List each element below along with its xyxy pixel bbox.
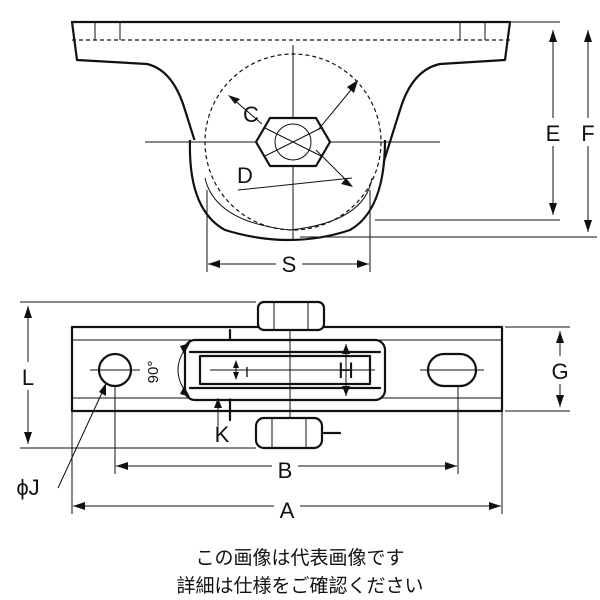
label-angle: 90° <box>145 361 162 384</box>
angle-arrow-top <box>180 343 190 354</box>
nut-bore <box>274 123 312 161</box>
nut-bottom <box>254 416 324 450</box>
label-c: C <box>243 102 259 127</box>
dim-i-arrow-bottom <box>233 372 239 380</box>
dim-f-arrow-bottom <box>584 220 592 232</box>
angle-arrow-bottom <box>180 386 190 397</box>
dim-b-label-bg <box>272 456 298 484</box>
plan-view: 90° I H K L G <box>16 300 574 524</box>
dim-d-leader <box>315 149 351 185</box>
dim-a-arrow-right <box>489 502 501 510</box>
label-k: K <box>215 422 230 447</box>
label-phi-j: ϕJ <box>16 475 39 500</box>
label-d: D <box>237 163 253 188</box>
dim-j-arrow <box>99 383 106 396</box>
dim-a-arrow-left <box>73 502 85 510</box>
dim-g-arrow-bottom <box>556 395 564 407</box>
dim-a-label-bg <box>274 496 300 524</box>
dim-f-arrow-top <box>584 30 592 42</box>
dim-diag-arrow <box>347 80 358 93</box>
label-l: L <box>22 365 34 390</box>
dim-k-arrow <box>214 398 222 408</box>
dim-c-line <box>231 97 263 125</box>
label-a: A <box>280 498 295 523</box>
label-h: H <box>338 358 354 383</box>
dim-b-arrow-left <box>116 462 128 470</box>
dim-b-arrow-right <box>445 462 457 470</box>
dim-s-arrow-right <box>357 260 369 268</box>
label-f: F <box>581 121 594 146</box>
dim-diag-line <box>317 84 356 131</box>
dim-e-label-bg <box>541 118 565 146</box>
dim-c-arrow <box>228 95 240 104</box>
label-s: S <box>282 252 297 277</box>
nut-cross-2 <box>264 127 322 157</box>
wheel-outline <box>188 139 387 242</box>
dim-h-arrow-top <box>342 344 350 354</box>
label-i: I <box>245 364 249 381</box>
dim-g-arrow-top <box>556 331 564 343</box>
dim-d-line <box>237 177 353 191</box>
dim-f-label-bg <box>576 118 600 146</box>
dim-j-leader <box>57 383 107 489</box>
dim-l-arrow-top <box>24 306 32 318</box>
dim-g-label-bg <box>546 356 574 384</box>
dim-d-arrow <box>341 178 353 187</box>
dim-i-arrow-top <box>233 360 239 368</box>
label-b: B <box>278 458 293 483</box>
dim-l-arrow-bottom <box>24 432 32 444</box>
dim-e-arrow-top <box>549 30 557 42</box>
caption-line-2: 詳細は仕様をご確認ください <box>176 575 424 597</box>
label-e: E <box>546 121 561 146</box>
front-elevation-view: C D S E F <box>70 20 600 277</box>
dim-h-arrow-bottom <box>342 386 350 396</box>
dim-e-arrow-bottom <box>549 203 557 215</box>
label-g: G <box>551 359 568 384</box>
dim-l-label-bg <box>16 362 40 390</box>
bolt-head-top <box>256 300 326 332</box>
caption-line-1: この画像は代表画像です <box>195 547 405 569</box>
dim-s-arrow-left <box>208 260 220 268</box>
dim-s-label-bg <box>276 252 302 276</box>
